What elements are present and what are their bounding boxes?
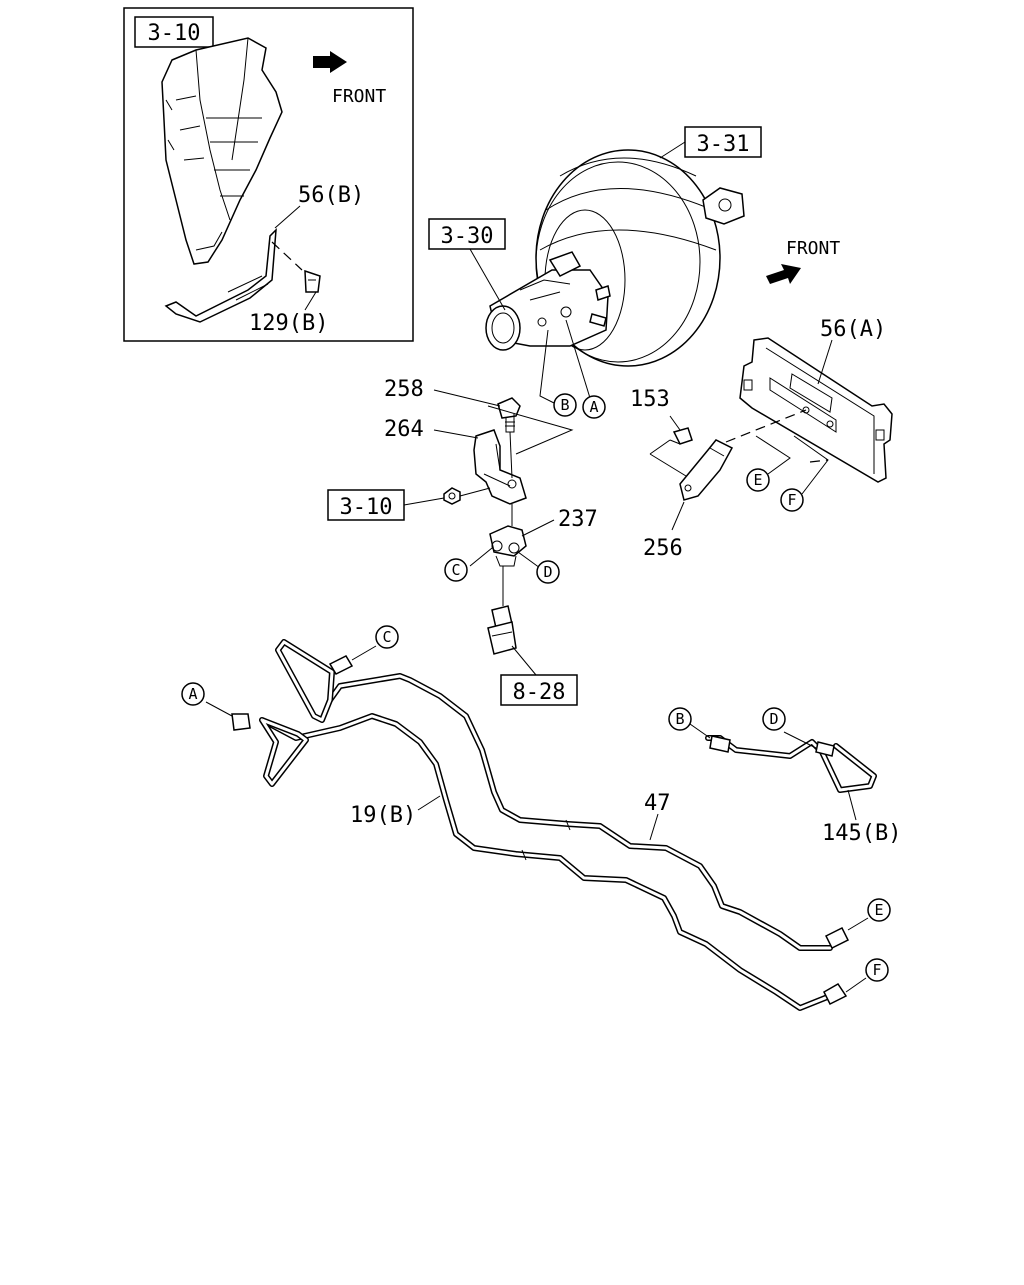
circle-b-pipe: B [668,707,692,731]
assembly-line-vertical [509,431,513,479]
leader-56b [274,205,301,229]
fitting-c [328,655,354,675]
svg-text:D: D [769,710,778,728]
label-145b: 145(B) [822,821,901,846]
leader-master-cyl [469,248,506,311]
circle-f-bracket: F [780,488,804,512]
leader-258 [433,389,501,407]
inset-shield-part [161,37,283,265]
ref-box-master-cyl [428,218,506,250]
leader-c-d [469,547,541,569]
svg-text:C: C [451,561,460,579]
bolt-258 [497,397,521,433]
assembly-line-e [755,435,791,475]
svg-text:B: B [675,710,684,728]
ref-label-master-cyl: 3-30 [441,224,494,249]
inset-panel: 3-10 FRONT 56(B) 129(B) [123,7,414,342]
inset-ref-box [134,16,214,48]
clamp-256 [679,439,734,501]
label-258: 258 [384,377,424,402]
label-153: 153 [630,387,670,412]
circle-c-pipe: C [375,625,399,649]
inset-front-label: FRONT [332,86,386,107]
leader-ref-bracket [403,497,445,506]
leader-256 [671,501,685,531]
leader-19b [417,795,441,811]
circle-a-master: A [582,395,606,419]
ref-label-booster: 3-31 [697,132,750,157]
circle-e-bracket: E [746,468,770,492]
label-237: 237 [558,507,598,532]
leader-129b [304,291,317,311]
leader-switch [511,645,537,676]
bolt-153 [669,427,693,445]
pipe-19b [259,713,833,1011]
circle-a-pipe: A [181,682,205,706]
circle-d-joint: D [536,560,560,584]
label-256: 256 [643,536,683,561]
circle-b-master: B [553,393,577,417]
arrow-icon [766,264,801,284]
bolt-icon [304,269,321,293]
leader-port-a [565,319,591,399]
svg-text:B: B [560,396,569,414]
leader-237 [521,519,555,537]
master-cylinder [485,251,611,351]
assembly-line-153 [649,439,687,477]
joint-237 [489,525,527,567]
arrow-icon [313,51,347,73]
ref-box-switch [500,674,578,706]
leader-47 [649,813,659,841]
clevis-part [702,187,745,225]
svg-text:A: A [188,685,197,703]
label-129b: 129(B) [249,311,328,336]
svg-text:D: D [543,563,552,581]
inset-frame [123,7,414,342]
nut-icon [443,487,461,505]
svg-text:F: F [787,491,796,509]
circle-d-pipe: D [762,707,786,731]
ref-label-bracket: 3-10 [340,495,393,520]
leader-nut [459,487,491,497]
circle-c-joint: C [444,558,468,582]
bracket-264 [473,429,527,505]
switch-8-28 [487,605,517,655]
label-56a: 56(A) [820,317,886,342]
ref-box-booster [684,126,762,158]
label-56b: 56(B) [298,183,364,208]
centerline-56a [725,409,807,443]
ref-label-switch: 8-28 [513,680,566,705]
front-label: FRONT [786,238,840,259]
fitting-e [824,926,850,950]
svg-text:A: A [589,398,598,416]
svg-text:F: F [872,961,881,979]
assembly-line-b [487,405,574,455]
leader-145b [847,789,857,821]
inset-centerline [271,241,303,271]
fitting-a [231,713,251,731]
label-19b: 19(B) [350,803,416,828]
circle-e-pipe: E [867,898,891,922]
svg-text:C: C [382,628,391,646]
leader-booster [659,141,686,159]
inset-bracket-part [164,228,277,323]
label-47: 47 [644,791,671,816]
leader-153 [669,415,681,431]
fitting-f [823,983,848,1006]
bracket-56a [739,337,893,483]
leader-56a [817,339,833,385]
leader-port-b [539,329,557,405]
inset-ref-label: 3-10 [148,21,201,46]
leader-264 [433,429,479,439]
label-264: 264 [384,417,424,442]
circle-f-pipe: F [865,958,889,982]
svg-text:E: E [753,471,762,489]
svg-text:E: E [874,901,883,919]
pipe-145b [705,735,877,793]
pipe-47 [275,639,833,951]
